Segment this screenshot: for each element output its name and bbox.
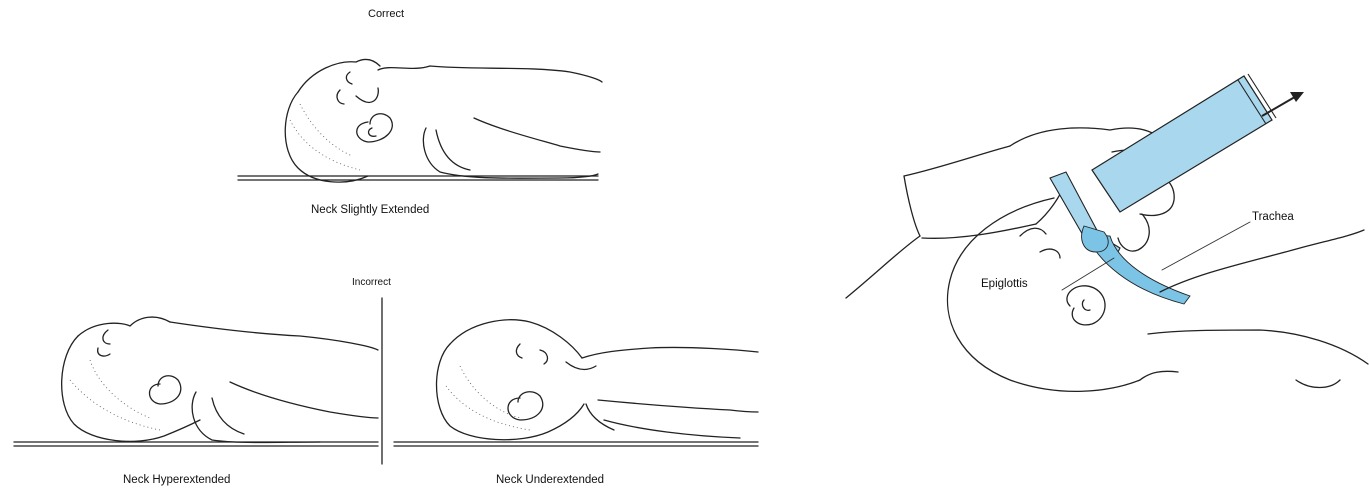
- neck-underextended-caption: Neck Underextended: [496, 474, 604, 486]
- epiglottis-shape: [1082, 226, 1109, 252]
- epiglottis-label: Epiglottis: [981, 278, 1028, 290]
- trachea-label: Trachea: [1252, 211, 1294, 223]
- correct-label: Correct: [368, 8, 404, 20]
- infant-underextended: [394, 320, 758, 446]
- epiglottis-leader-line: [1062, 258, 1114, 290]
- neck-slightly-extended-caption: Neck Slightly Extended: [311, 204, 429, 216]
- incorrect-label: Incorrect: [352, 277, 391, 288]
- laryngoscope-handle: [1092, 76, 1272, 212]
- infant-hyperextended: [14, 317, 378, 446]
- neck-hyperextended-caption: Neck Hyperextended: [123, 474, 230, 486]
- infant-correct-position: [238, 59, 602, 182]
- intubation-illustration: [846, 74, 1368, 391]
- trachea-leader-line: [1162, 222, 1250, 270]
